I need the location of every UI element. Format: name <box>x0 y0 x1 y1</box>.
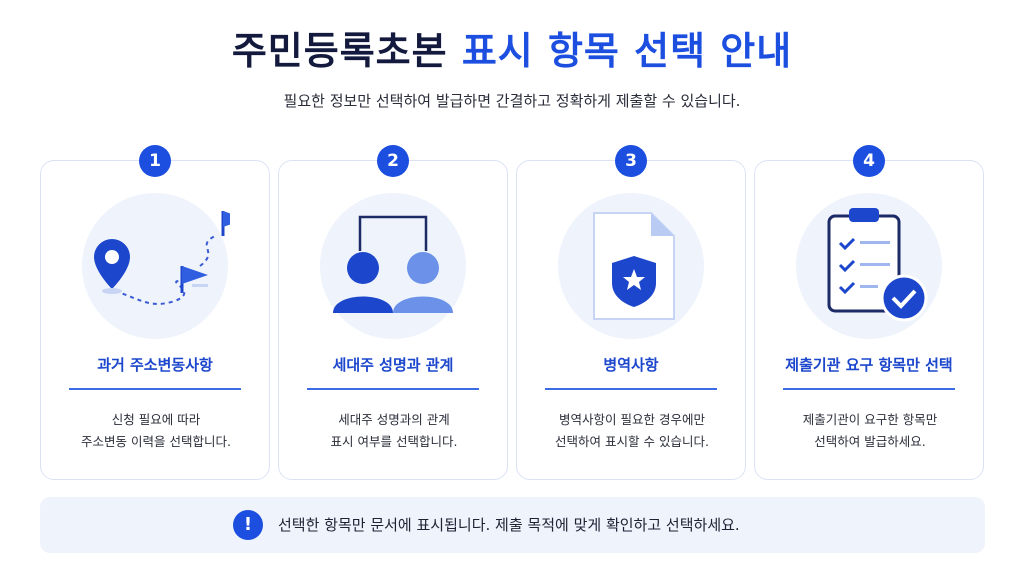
card-description: 신청 필요에 따라 주소변동 이력을 선택합니다. <box>51 409 261 453</box>
notice-banner: ! 선택한 항목만 문서에 표시됩니다. 제출 목적에 맞게 확인하고 선택하세… <box>40 497 985 553</box>
clipboard-check-icon <box>794 191 944 341</box>
card-divider <box>307 388 479 390</box>
card-divider <box>545 388 717 390</box>
card-description: 병역사항이 필요한 경우에만 선택하여 표시할 수 있습니다. <box>527 409 737 453</box>
card-divider <box>69 388 241 390</box>
page-title-accent: 표시 항목 선택 안내 <box>461 29 793 73</box>
page-title-main: 주민등록초본 <box>231 29 448 73</box>
notice-text: 선택한 항목만 문서에 표시됩니다. 제출 목적에 맞게 확인하고 선택하세요. <box>278 516 740 534</box>
military-document-icon <box>556 191 706 341</box>
card-desc-line: 제출기관이 요구한 항목만 <box>802 412 938 427</box>
card-desc-line: 주소변동 이력을 선택합니다. <box>81 434 231 449</box>
card-desc-line: 세대주 성명과의 관계 <box>338 412 450 427</box>
step-badge-1: 1 <box>139 145 171 177</box>
card-title: 제출기관 요구 항목만 선택 <box>785 356 953 374</box>
card-address-history: 1 과거 주소변동사항 신청 필요에 따라 주소변동 이력을 선택합니다. <box>40 145 270 480</box>
card-required-items: 4 제출기관 요구 항목만 선택 제출기관이 요구한 항목만 선택하여 발급하세… <box>754 145 984 480</box>
card-divider <box>783 388 955 390</box>
card-description: 제출기관이 요구한 항목만 선택하여 발급하세요. <box>765 409 975 453</box>
card-title: 세대주 성명과 관계 <box>332 356 454 374</box>
page-subtitle: 필요한 정보만 선택하여 발급하면 간결하고 정확하게 제출할 수 있습니다. <box>283 92 741 110</box>
card-title: 병역사항 <box>603 356 659 374</box>
card-title: 과거 주소변동사항 <box>97 356 213 374</box>
exclamation-icon: ! <box>233 510 263 540</box>
card-desc-line: 병역사항이 필요한 경우에만 <box>559 412 705 427</box>
card-military-service: 3 병역사항 병역사항이 필요한 경우에만 선택하여 표시할 수 있습니다. <box>516 145 746 480</box>
card-desc-line: 선택하여 표시할 수 있습니다. <box>555 434 709 449</box>
map-route-icon <box>80 191 246 341</box>
step-badge-2: 2 <box>377 145 409 177</box>
household-people-icon <box>318 191 468 341</box>
card-desc-line: 표시 여부를 선택합니다. <box>330 434 458 449</box>
card-householder-relation: 2 세대주 성명과 관계 세대주 성명과의 관계 표시 여부를 선택합니다. <box>278 145 508 480</box>
page-title: 주민등록초본 표시 항목 선택 안내 <box>0 20 1024 75</box>
step-badge-3: 3 <box>615 145 647 177</box>
step-badge-4: 4 <box>853 145 885 177</box>
card-desc-line: 신청 필요에 따라 <box>111 412 201 427</box>
card-desc-line: 선택하여 발급하세요. <box>814 434 926 449</box>
card-description: 세대주 성명과의 관계 표시 여부를 선택합니다. <box>289 409 499 453</box>
